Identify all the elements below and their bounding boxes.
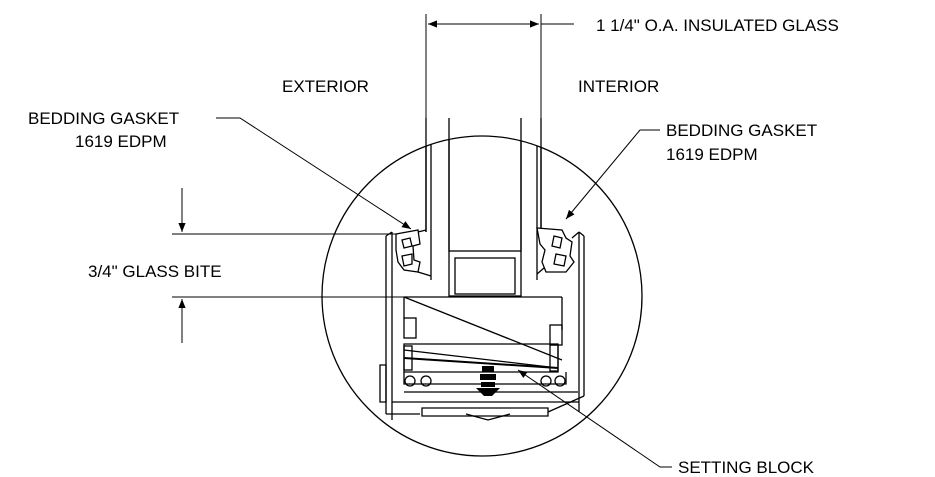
overall-dim-label: 1 1/4" O.A. INSULATED GLASS [596, 16, 839, 35]
detail-circle [321, 135, 643, 457]
left-gasket [395, 229, 432, 277]
left-gasket-leader [216, 117, 412, 230]
exterior-label: EXTERIOR [282, 77, 369, 96]
right-gasket-label-1: BEDDING GASKET [666, 121, 817, 140]
spacer-inner [454, 257, 516, 295]
setting-block [403, 343, 559, 373]
setting-block-label: SETTING BLOCK [678, 458, 815, 477]
spacer [448, 250, 522, 297]
right-gasket [536, 227, 580, 275]
left-gasket-label-1: BEDDING GASKET [28, 109, 179, 128]
interior-label: INTERIOR [578, 77, 659, 96]
frame-right-leg [578, 231, 585, 412]
glass-bite-label: 3/4" GLASS BITE [88, 262, 222, 281]
glass-bite-dimension: 3/4" GLASS BITE [88, 188, 404, 343]
right-gasket-leader [565, 129, 660, 220]
right-gasket-label-2: 1619 EDPM [666, 145, 758, 164]
setting-block-callout: SETTING BLOCK [517, 369, 815, 477]
anchor-screw [476, 366, 500, 396]
setting-block-leader [517, 369, 672, 468]
left-gasket-label-2: 1619 EDPM [75, 132, 167, 151]
glass-lites [425, 118, 542, 250]
overall-dimension: 1 1/4" O.A. INSULATED GLASS [425, 14, 839, 118]
frame-section [379, 136, 585, 421]
frame-left-leg [385, 231, 393, 420]
left-gasket-callout: BEDDING GASKET 1619 EDPM [28, 109, 412, 230]
right-gasket-callout: BEDDING GASKET 1619 EDPM [565, 121, 817, 220]
